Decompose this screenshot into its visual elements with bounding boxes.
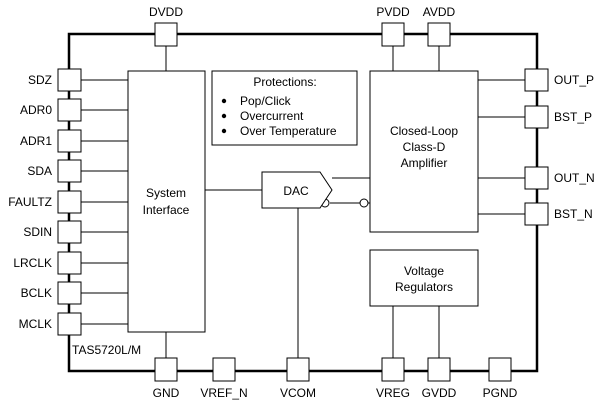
protection-bullet [221,113,227,119]
pin-label-adr0: ADR0 [20,103,52,117]
protections-title: Protections: [253,75,316,89]
pin-label-gvdd: GVDD [422,386,457,400]
system-interface-block [127,70,206,333]
amplifier-block [369,70,479,233]
pin-box-gvdd [427,357,451,382]
protection-item: Over Temperature [240,124,337,138]
pin-box-out-n [524,166,549,190]
regulators-block [369,249,479,307]
pin-box-adr1 [57,129,82,153]
regulators-label-line1: Voltage [404,264,444,278]
pin-label-gnd: GND [153,386,180,400]
amplifier-label-line3: Amplifier [401,156,448,170]
pin-label-out-n: OUT_N [554,171,595,185]
dac-block [261,171,333,209]
pin-box-lrclk [57,251,82,275]
pin-label-vcom: VCOM [280,386,316,400]
pin-box-dvdd [154,22,178,47]
regulators-label-line2: Regulators [395,280,453,294]
pin-box-mclk [57,312,82,336]
pin-box-vreg [381,357,405,382]
pin-label-bst-p: BST_P [554,110,592,124]
pin-label-pvdd: PVDD [376,5,410,19]
pin-label-mclk: MCLK [19,317,52,331]
connections [81,46,525,358]
pin-label-sdin: SDIN [23,225,52,239]
pin-box-sda [57,159,82,183]
pin-box-adr0 [57,98,82,122]
pin-box-pgnd [488,357,512,382]
pin-box-avdd [427,22,451,47]
protection-bullet [221,128,227,134]
pin-label-lrclk: LRCLK [13,256,52,270]
pin-label-vreg: VREG [376,386,410,400]
system-interface-label-line1: System [146,186,186,200]
protection-item: Pop/Click [240,94,292,108]
pin-label-bclk: BCLK [21,286,52,300]
protections-box [211,70,358,146]
pin-box-pvdd [381,22,405,47]
pin-box-sdz [57,68,82,92]
part-number-label: TAS5720L/M [72,343,141,357]
dac-label: DAC [283,184,309,198]
pin-box-vref-n [212,357,236,382]
pin-label-sdz: SDZ [28,73,52,87]
pin-box-sdin [57,220,82,244]
pin-label-sda: SDA [27,164,52,178]
pin-box-faultz [57,190,82,214]
protection-bullet [221,98,227,104]
pin-box-vcom [286,357,310,382]
pin-box-bclk [57,281,82,305]
amplifier-label-line2: Class-D [403,140,446,154]
pin-label-faultz: FAULTZ [8,195,52,209]
pin-box-gnd [154,357,178,382]
pin-label-pgnd: PGND [483,386,518,400]
pin-label-dvdd: DVDD [149,5,183,19]
pin-box-bst-p [524,105,549,129]
amp-inverting-bubble [359,198,369,208]
amplifier-label-line1: Closed-Loop [390,124,458,138]
system-interface-label-line2: Interface [143,203,190,217]
pin-box-out-p [524,68,549,92]
pin-label-adr1: ADR1 [20,134,52,148]
pin-label-vref-n: VREF_N [200,386,247,400]
pin-label-out-p: OUT_P [554,73,594,87]
pin-box-bst-n [524,202,549,226]
protection-item: Overcurrent [240,109,304,123]
pin-label-bst-n: BST_N [554,207,593,221]
pin-label-avdd: AVDD [423,5,456,19]
